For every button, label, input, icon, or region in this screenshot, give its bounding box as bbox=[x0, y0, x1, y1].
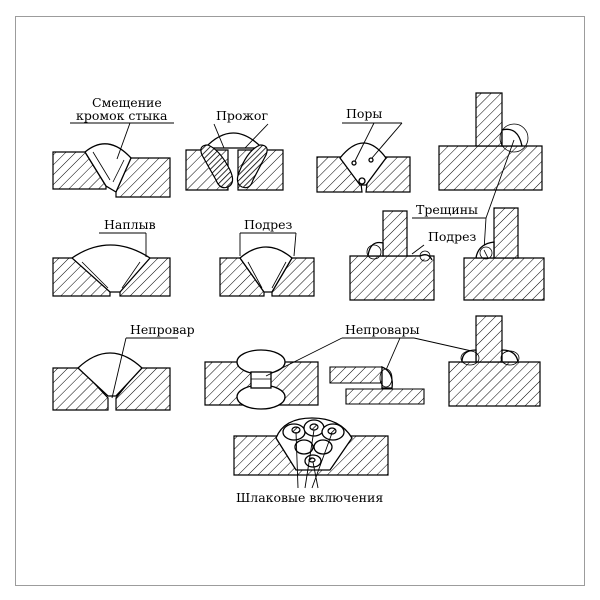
t-joint-crack-sketch bbox=[438, 92, 543, 191]
label-undercut: Подрез bbox=[244, 217, 293, 232]
slag-leader-2 bbox=[304, 429, 315, 489]
burn-through-leader-2 bbox=[244, 123, 269, 149]
cracks-leader-arrow-up bbox=[485, 139, 515, 219]
double-weld-sketch bbox=[204, 349, 319, 410]
undercut-leader-2 bbox=[293, 232, 297, 257]
slag-leader-3 bbox=[311, 432, 333, 489]
overlap-sketch bbox=[52, 244, 171, 297]
misalignment-leader-arrow bbox=[116, 122, 131, 160]
misalignment-sketch bbox=[52, 143, 171, 198]
lack-of-fusion-leader-3 bbox=[413, 337, 477, 353]
slag-inclusions-sketch bbox=[233, 417, 389, 476]
label-lack-of-fusion: Непровары bbox=[345, 322, 420, 337]
undercut-2-leader bbox=[411, 244, 425, 255]
lack-of-penetration-leader-arrow bbox=[111, 337, 127, 399]
label-overlap: Наплыв bbox=[104, 217, 156, 232]
burn-through-sketch bbox=[185, 132, 284, 191]
label-pores: Поры bbox=[346, 106, 382, 121]
burn-through-leader bbox=[213, 123, 225, 149]
label-lack-of-penetration: Непровар bbox=[130, 322, 195, 337]
label-undercut-2: Подрез bbox=[428, 229, 477, 244]
slag-leader-4 bbox=[312, 461, 319, 489]
lack-of-fusion-leader-1 bbox=[265, 337, 343, 377]
t-joint-undercut-sketch bbox=[349, 210, 435, 301]
label-slag-inclusions: Шлаковые включения bbox=[236, 490, 383, 505]
lack-of-fusion-leader-2 bbox=[385, 337, 401, 371]
label-misalignment-line1: Смещение bbox=[92, 95, 162, 110]
lack-of-penetration-sketch bbox=[52, 352, 171, 411]
pores-leader-arrow-2 bbox=[371, 122, 403, 159]
pores-sketch bbox=[316, 142, 411, 193]
t-joint-lack-of-fusion-sketch bbox=[448, 315, 541, 407]
label-misalignment-line2: кромок стыка bbox=[76, 108, 168, 123]
label-burn-through: Прожог bbox=[216, 108, 268, 123]
pores-leader-arrow-1 bbox=[354, 122, 375, 162]
slag-leader-1 bbox=[295, 431, 299, 489]
undercut-sketch bbox=[219, 246, 315, 297]
t-joint-root-crack-sketch bbox=[463, 207, 545, 301]
lap-joint-sketch bbox=[329, 366, 425, 405]
label-cracks: Трещины bbox=[416, 202, 478, 217]
